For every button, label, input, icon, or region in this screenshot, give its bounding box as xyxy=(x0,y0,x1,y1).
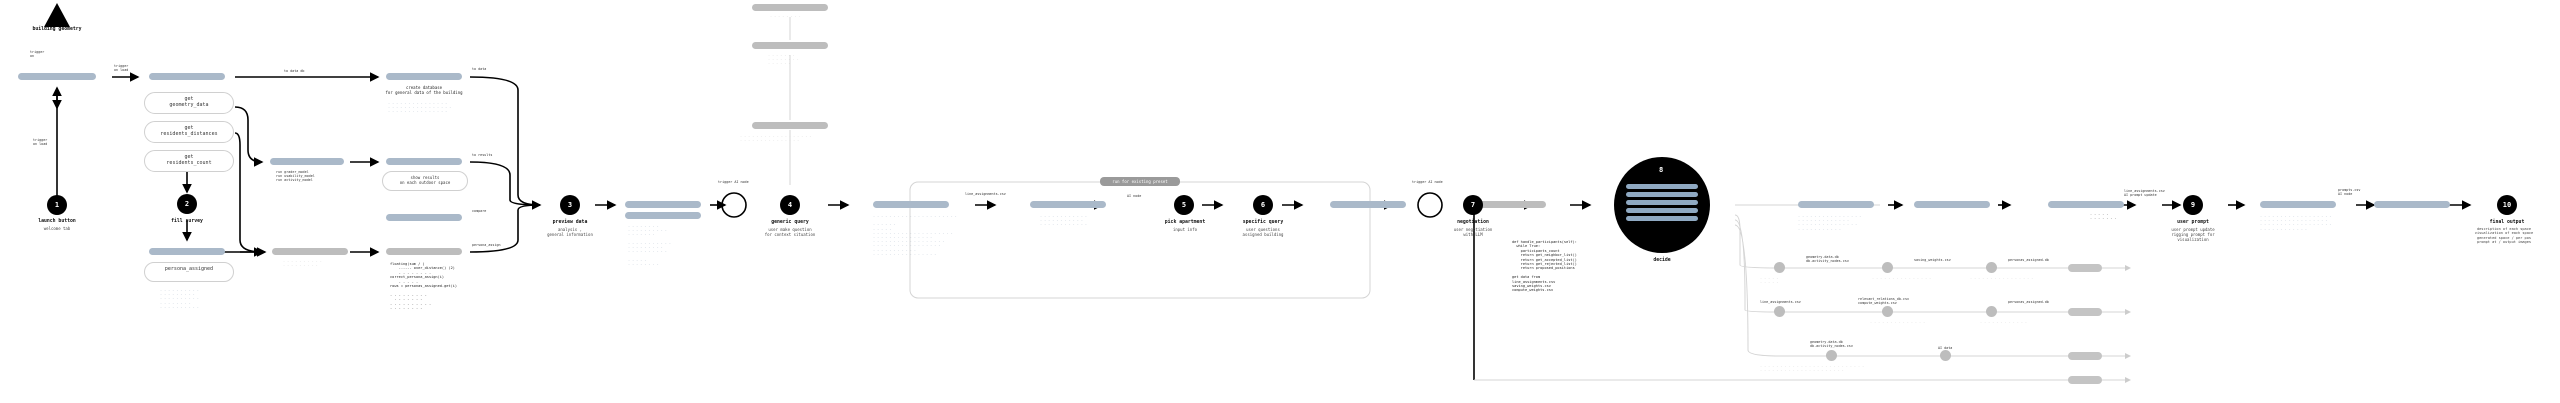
persona-db-pill[interactable] xyxy=(386,248,462,255)
negotiation-input-pill[interactable] xyxy=(1330,201,1406,208)
ai-response-pill[interactable] xyxy=(752,122,828,129)
user-prompt-subtitle: user prompt update rigging prompt for vi… xyxy=(2171,227,2215,242)
generic-query-subtitle: user make question for context situation xyxy=(764,227,816,237)
branch-output-1[interactable] xyxy=(2068,264,2102,272)
launch-button-node[interactable]: 1 xyxy=(47,195,67,215)
branch-output-4[interactable] xyxy=(2068,376,2102,384)
top-ai-pill[interactable] xyxy=(752,4,828,11)
preview-data-title: preview data xyxy=(552,220,588,225)
launch-button-subtitle: welcome tab xyxy=(43,226,71,231)
specific-query-subtitle: user questions assigned building xyxy=(1242,227,1284,237)
decide-option-1[interactable] xyxy=(1626,184,1698,189)
launch-button-title: launch button xyxy=(38,219,76,224)
generic-query-title: generic query xyxy=(771,220,809,225)
specific-query-title: specific query xyxy=(1242,220,1284,225)
decide-option-4[interactable] xyxy=(1626,208,1698,213)
trigger-on-label: trigger on xyxy=(30,50,45,59)
image-generation-pill[interactable] xyxy=(2374,201,2450,208)
analysis-pill[interactable] xyxy=(625,212,701,219)
branch-node-d[interactable] xyxy=(1774,306,1785,317)
decide-option-3[interactable] xyxy=(1626,200,1698,205)
accepted-pill[interactable] xyxy=(1798,201,1874,208)
user-prompt-node[interactable]: 9 xyxy=(2183,195,2203,215)
preview-data-node[interactable]: 3 xyxy=(560,195,580,215)
trigger-ai-node-negotiation: trigger AI node xyxy=(1412,180,1443,184)
preview-data-subtitle: analysis , general information xyxy=(547,227,593,237)
fill-survey-node[interactable]: 2 xyxy=(177,194,197,214)
negotiation-title: negotiation xyxy=(1457,220,1489,225)
branch-node-g[interactable] xyxy=(1826,350,1837,361)
branch-node-c[interactable] xyxy=(1986,262,1997,273)
final-output-title: final output xyxy=(2489,220,2525,225)
context-pill[interactable] xyxy=(752,42,828,49)
building-db-description: create database for general data of the … xyxy=(385,85,463,95)
branch-node-b[interactable] xyxy=(1882,262,1893,273)
negotiation-node[interactable]: 7 xyxy=(1463,195,1483,215)
branch-output-3[interactable] xyxy=(2068,352,2102,360)
prompt-pill[interactable] xyxy=(2260,201,2336,208)
persona-assigned-pill[interactable] xyxy=(149,248,225,255)
negotiation-history-pill[interactable] xyxy=(1470,201,1546,208)
to-data-db-label: to data db xyxy=(284,69,305,73)
geometry-model-pill[interactable] xyxy=(270,158,344,165)
decide-circle[interactable] xyxy=(1614,157,1710,253)
residents-pill[interactable] xyxy=(272,248,348,255)
trigger-ai-node-label: trigger AI node xyxy=(718,180,749,184)
fill-survey-title: fill survey xyxy=(171,219,203,224)
decide-node-number: 8 xyxy=(1659,166,1664,174)
comparison-pill[interactable] xyxy=(386,214,462,221)
decide-option-2[interactable] xyxy=(1626,192,1698,197)
persona-assigned-action[interactable]: persona_assigned xyxy=(144,262,234,282)
rejected-pill[interactable] xyxy=(2048,201,2124,208)
branch-node-a[interactable] xyxy=(1774,262,1785,273)
apartment-data-pill[interactable] xyxy=(873,201,949,208)
branch-node-e[interactable] xyxy=(1882,306,1893,317)
get-residents-count-action[interactable]: get residents_count xyxy=(144,150,234,172)
final-output-subtitle: description of each space visualization … xyxy=(2474,227,2534,245)
final-output-node[interactable]: 10 xyxy=(2497,195,2517,215)
decide-title: decide xyxy=(1653,258,1671,263)
decide-option-5[interactable] xyxy=(1626,216,1698,221)
building-geometry-icon xyxy=(44,3,70,27)
pick-apartment-node[interactable]: 5 xyxy=(1174,195,1194,215)
pick-apartment-subtitle: input info xyxy=(1172,227,1198,232)
trigger-on-load-left-label: trigger on load xyxy=(33,138,48,147)
geometry-input-pill[interactable] xyxy=(18,73,96,80)
branch-node-h[interactable] xyxy=(1940,350,1951,361)
user-prompt-title: user prompt xyxy=(2177,220,2209,225)
negotiation-code-block: def handle_participants(self): while Tru… xyxy=(1512,240,1577,293)
pick-apartment-pill[interactable] xyxy=(1030,201,1106,208)
get-residents-distances-action[interactable]: get residents_distances xyxy=(144,121,234,143)
residents-db-pill[interactable] xyxy=(386,158,462,165)
branch-output-2[interactable] xyxy=(2068,308,2102,316)
generic-query-node[interactable]: 4 xyxy=(780,195,800,215)
data-preview-pill[interactable] xyxy=(625,201,701,208)
get-geometry-data-action[interactable]: get geometry_data xyxy=(144,92,234,114)
specific-query-node[interactable]: 6 xyxy=(1253,195,1273,215)
get-data-pill[interactable] xyxy=(149,73,225,80)
negotiation-subtitle: user negotiation with LLM xyxy=(1453,227,1493,237)
trigger-on-load-label: trigger on load xyxy=(114,64,129,73)
run-existing-preset-pill[interactable]: run for existing preset xyxy=(1100,177,1180,186)
building-db-pill[interactable] xyxy=(386,73,462,80)
branch-node-f[interactable] xyxy=(1986,306,1997,317)
proposal-pill[interactable] xyxy=(1914,201,1990,208)
pick-apartment-title: pick apartment xyxy=(1164,220,1206,225)
building-geometry-title: building geometry xyxy=(32,27,82,32)
